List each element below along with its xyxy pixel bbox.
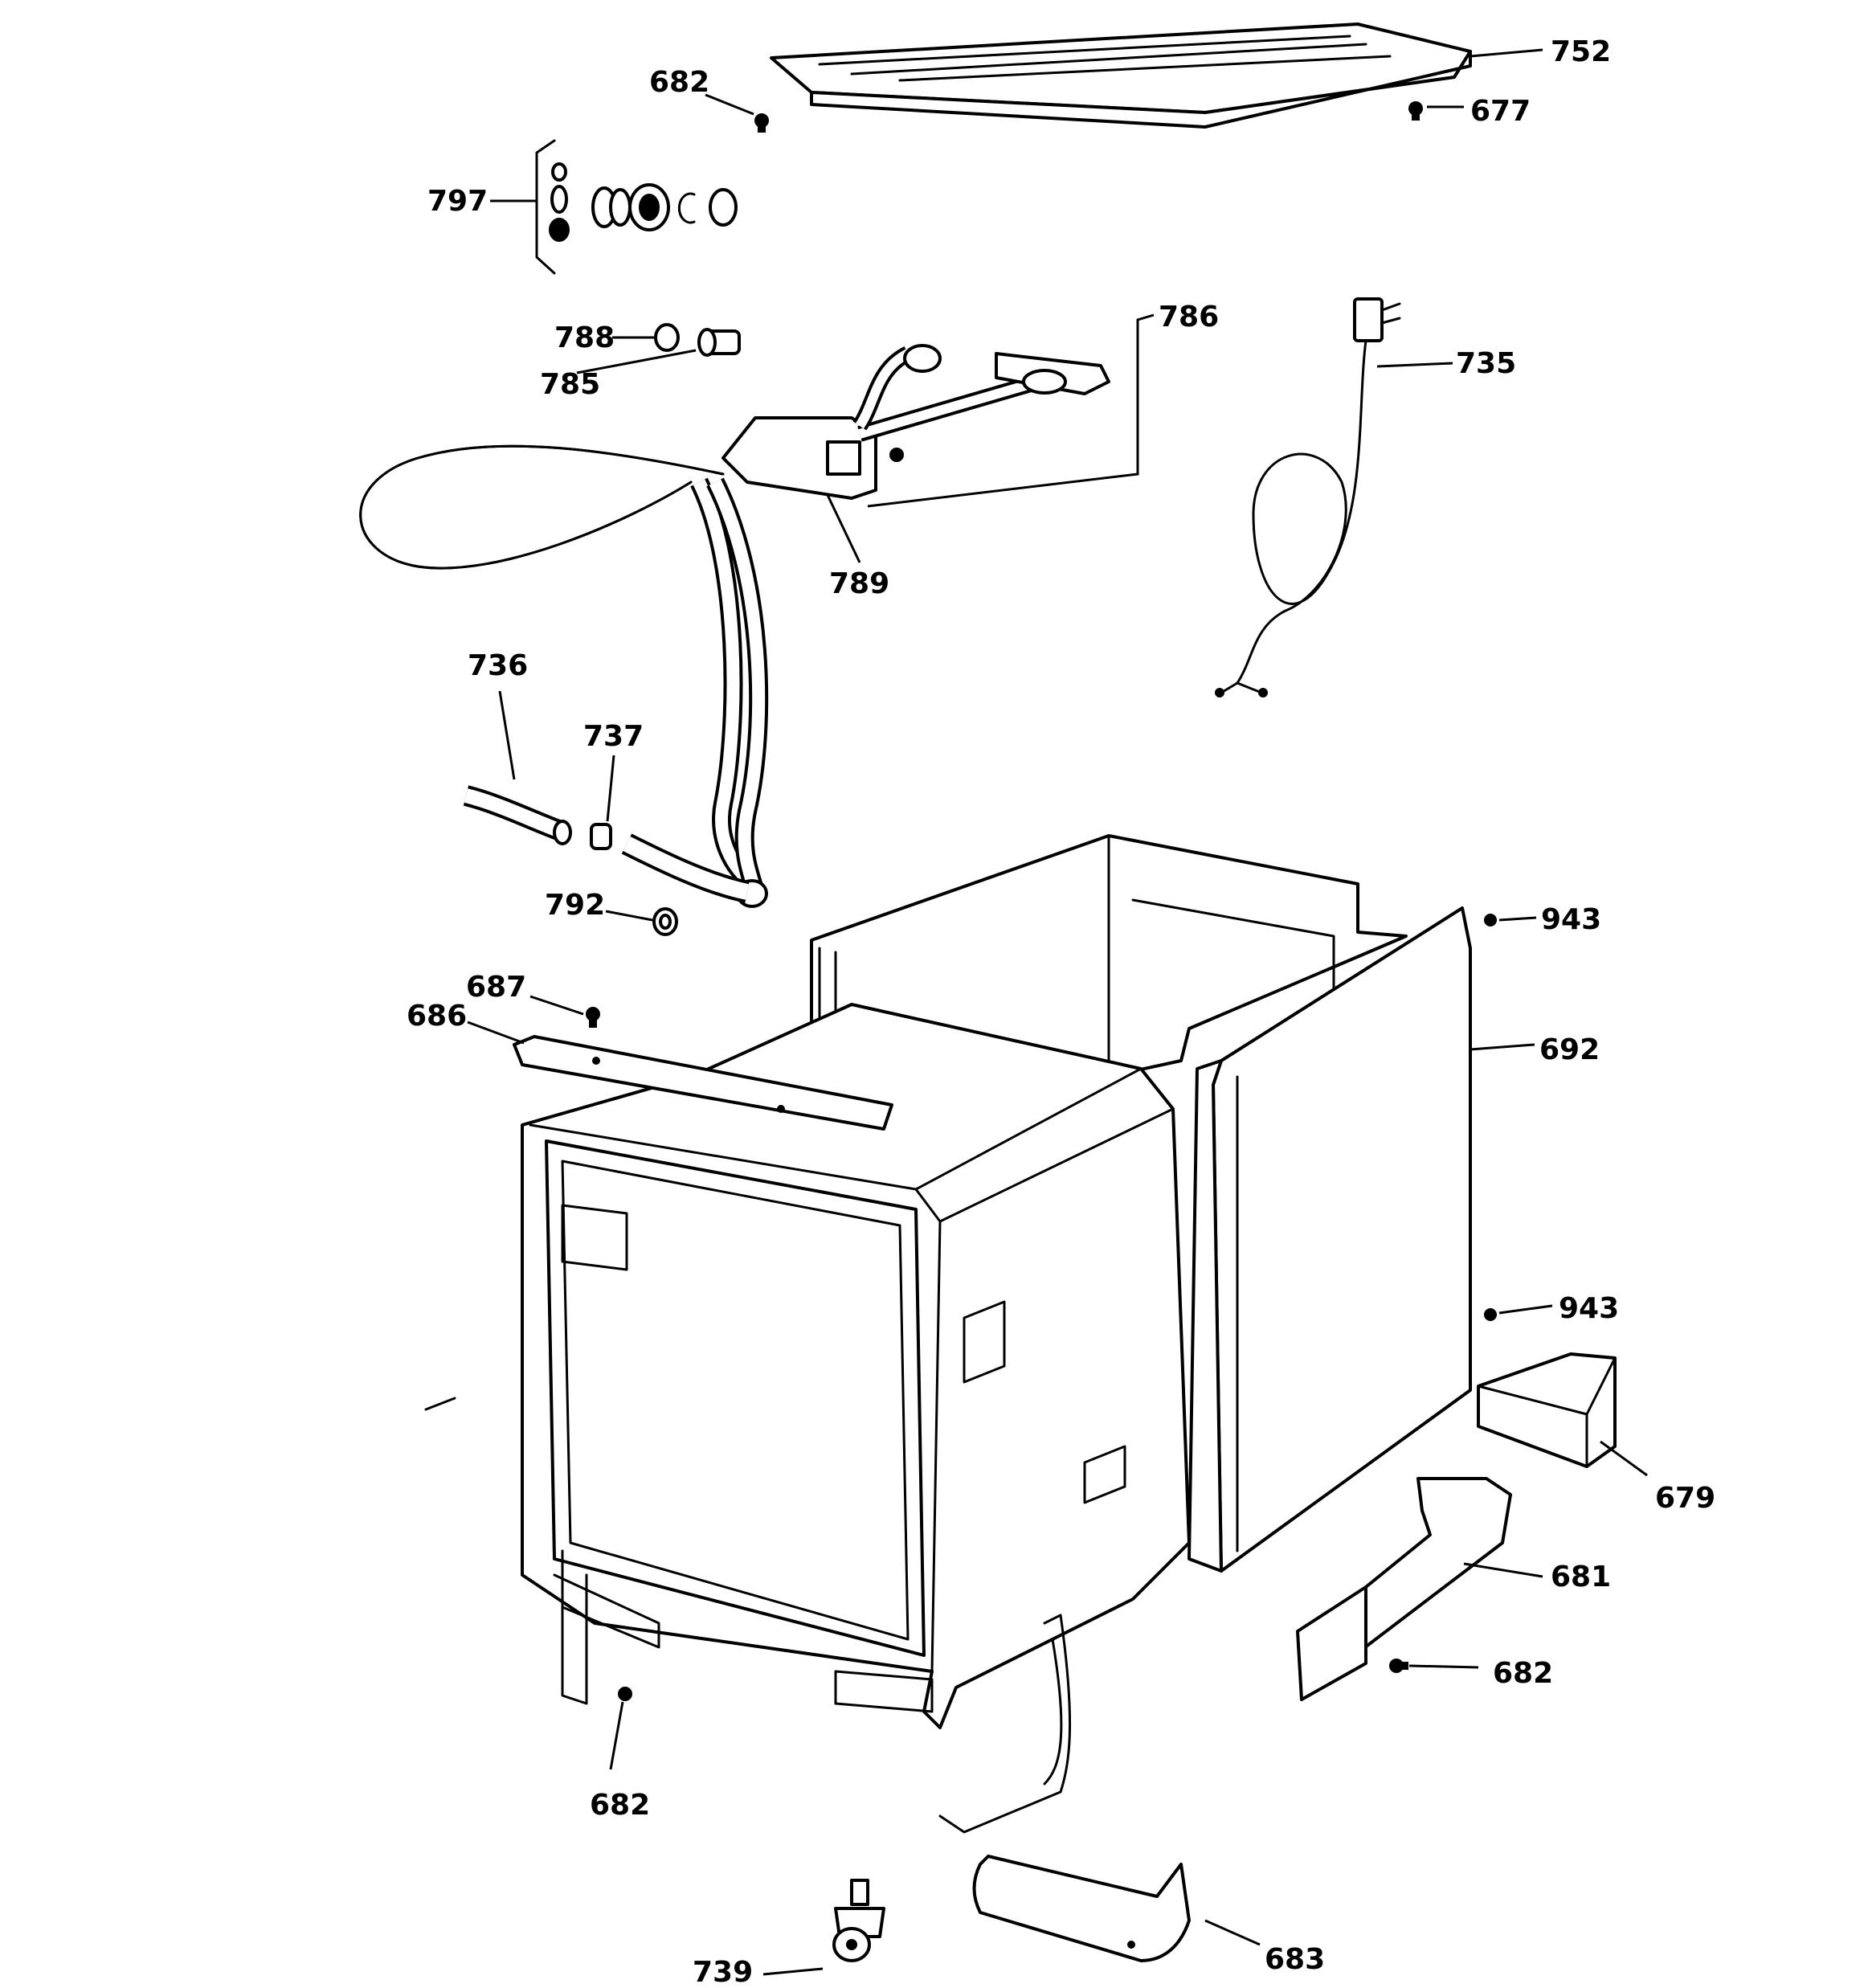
bracket-681 (1296, 1477, 1512, 1701)
callout-736: 736 (468, 649, 528, 682)
fitting-kit (535, 139, 738, 275)
callout-785: 785 (540, 368, 600, 401)
power-cord (1215, 297, 1401, 697)
stray-mark (424, 1397, 456, 1411)
callout-682-right: 682 (1493, 1657, 1553, 1690)
callout-739: 739 (693, 1956, 753, 1988)
callout-735: 735 (1456, 347, 1516, 380)
side-panel (1187, 906, 1472, 1573)
callout-943-top: 943 (1541, 903, 1601, 936)
hose-assembly (359, 344, 1110, 908)
washer-788 (654, 323, 680, 352)
callout-686: 686 (407, 1000, 467, 1033)
callout-786: 786 (1159, 301, 1219, 333)
callout-737: 737 (583, 720, 644, 753)
callout-682-bottom: 682 (590, 1789, 650, 1822)
callout-692: 692 (1539, 1033, 1600, 1066)
callout-682-top: 682 (649, 66, 709, 99)
drain-elbow (621, 833, 750, 903)
screw-682-top (754, 113, 769, 133)
mounting-strip (513, 1035, 893, 1131)
screw-682-bottom (618, 1687, 632, 1701)
callout-681: 681 (1551, 1561, 1611, 1593)
callout-679: 679 (1655, 1482, 1715, 1515)
leader-lines (467, 48, 1648, 1976)
screw-682-right (1389, 1659, 1408, 1673)
callout-683: 683 (1265, 1943, 1325, 1976)
nut-792 (652, 907, 678, 936)
block-679 (1477, 1352, 1617, 1468)
screw-677 (1408, 101, 1423, 121)
clamp-737 (590, 823, 612, 850)
callout-677: 677 (1470, 95, 1531, 128)
fitting-785 (697, 328, 741, 357)
screw-943-top (1484, 914, 1497, 927)
callout-789: 789 (829, 567, 889, 600)
leveling-foot (832, 1879, 885, 1962)
screw-687 (586, 1007, 600, 1028)
callout-687: 687 (466, 971, 526, 1004)
callout-792: 792 (545, 889, 605, 922)
countertop-panel (770, 22, 1472, 129)
screw-943-mid (1484, 1308, 1497, 1321)
drain-hose (463, 785, 572, 845)
callout-752: 752 (1551, 35, 1611, 68)
tub (521, 1003, 1191, 1834)
callout-797: 797 (427, 185, 488, 218)
callout-943-mid: 943 (1559, 1292, 1619, 1325)
callout-788: 788 (554, 321, 615, 354)
bracket-683 (972, 1855, 1191, 1962)
